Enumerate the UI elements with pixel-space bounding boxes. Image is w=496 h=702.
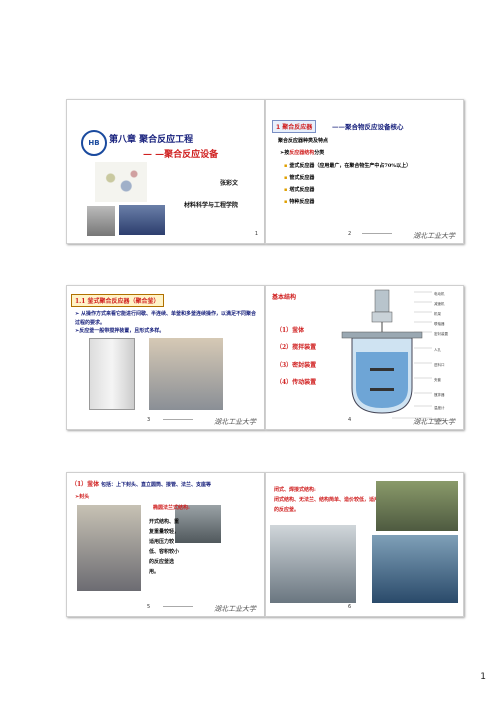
- reactor-list: ▪釜式反应器（应用最广，在聚合物生产中占70%以上） ▪管式反应器 ▪塔式反应器…: [284, 160, 411, 208]
- slide-page: 5: [147, 604, 151, 610]
- slide-1: HB 第八章 聚合反应工程 — —聚合反应设备 张彩文 材料科学与工程学院 1: [66, 99, 265, 244]
- footer-mark: [362, 233, 392, 240]
- molecule-image: [95, 162, 147, 202]
- slide-heading: ——聚合物反应设备核心: [332, 123, 404, 131]
- diagram-label: 减速机: [434, 302, 445, 306]
- diagram-label: 搅拌器: [434, 393, 445, 397]
- bullet-icon: ▪: [284, 199, 288, 205]
- reactor-diagram: [341, 289, 432, 419]
- structure-title: 基本结构: [272, 294, 297, 301]
- diagram-label: 密封装置: [434, 332, 448, 336]
- diagram-label: 人孔: [434, 348, 441, 352]
- arrow-icon: ➢: [280, 150, 285, 156]
- slide-desc: 闭式结构、无法兰、结构简单、造价较低，适用容积大的反应釜。: [274, 497, 395, 513]
- arrow-icon: ➢: [75, 494, 80, 500]
- slide-2: 1 聚合反应器 ——聚合物反应设备核心 聚合反应器种类及特点 ➢按反应器结构分类…: [265, 99, 464, 244]
- slide-3: 1.1 釜式聚合反应器（聚合釜） ➢ 从操作方式来看它能进行间歇、半连续、单釜和…: [66, 285, 265, 430]
- slide-page: 2: [348, 231, 352, 237]
- list-item: ▪釜式反应器（应用最广，在聚合物生产中占70%以上）: [284, 163, 412, 169]
- footer-school: 湖北工业大学: [214, 418, 256, 426]
- slide-page: 4: [348, 417, 352, 423]
- footer-school: 湖北工业大学: [413, 232, 455, 240]
- author-name: 张彩文: [219, 180, 238, 187]
- chapter-title: 第八章 聚合反应工程: [109, 135, 194, 145]
- title-tag: 1 聚合反应器: [272, 120, 317, 133]
- slide-heading: （1）釜体 包括：上下封头、直立圆筒、接管、法兰、支座等: [71, 481, 211, 488]
- diagram-label: 温度计: [434, 406, 445, 410]
- slide-6: 闭式、焊接式结构: 闭式结构、无法兰、结构简单、造价较低，适用容积大的反应釜。 …: [265, 472, 464, 617]
- list-item: ▪管式反应器: [284, 175, 315, 181]
- paragraph-agitator: ➢反应釜一般带搅拌装置，且形式多样。: [75, 328, 165, 334]
- arrow-icon: ➢: [75, 311, 81, 317]
- diagram-label: 出料口: [434, 418, 445, 422]
- slide-page: 6: [348, 604, 352, 610]
- part-item: （2）搅拌装置: [276, 344, 317, 352]
- part-item: （3）密封装置: [276, 361, 317, 369]
- diagram-label: 进料口: [434, 363, 445, 367]
- diagram-label: 夹套: [434, 378, 441, 382]
- diagram-label: 联轴器: [434, 322, 445, 326]
- reactor-top-image: [77, 505, 141, 591]
- slide-5: （1）釜体 包括：上下封头、直立圆筒、接管、法兰、支座等 ➢封头 椭圆法兰式结构…: [66, 472, 265, 617]
- list-item: ▪特种反应器: [284, 199, 315, 205]
- reactor-base-image: [175, 505, 221, 543]
- flange-desc: 开式结构、重复重量较轻，适用压力较低、容积较小的反应釜选用。: [149, 519, 180, 575]
- part-item: （4）传动装置: [276, 379, 317, 387]
- bullet-icon: ▪: [284, 175, 288, 181]
- reactor-group-image: [270, 525, 356, 603]
- part-item: （1）釜体: [276, 327, 305, 334]
- steel-reactor-image: [149, 338, 223, 410]
- title-tag: 1.1 釜式聚合反应器（聚合釜）: [71, 294, 164, 307]
- diagram-label: 电动机: [434, 292, 445, 296]
- glass-reactor-image: [89, 338, 135, 410]
- chapter-subtitle: — —聚合反应设备: [143, 150, 219, 160]
- flange-title: 椭圆法兰式结构:: [153, 505, 190, 511]
- paragraph-operation: ➢ 从操作方式来看它能进行间歇、半连续、单釜和多釜连续操作，以满足不同聚合过程的…: [75, 311, 256, 326]
- intro-text: 聚合反应器种类及特点: [278, 138, 329, 144]
- outdoor-reactor-image: [376, 481, 458, 531]
- parts-list: （1）釜体 （2）搅拌装置 （3）密封装置 （4）传动装置: [276, 322, 316, 392]
- university-logo: HB: [81, 130, 107, 156]
- footer-mark: [163, 419, 193, 426]
- bullet-icon: ▪: [284, 187, 288, 193]
- slide-page: 3: [147, 417, 151, 423]
- diagram-label: 机架: [434, 312, 441, 316]
- footer-school: 湖北工业大学: [413, 418, 455, 426]
- slide-page: 1: [254, 231, 258, 237]
- slide-heading: 闭式、焊接式结构:: [274, 487, 316, 493]
- bullet-icon: ▪: [284, 163, 288, 169]
- classify-line: ➢按反应器结构分类: [280, 150, 325, 156]
- sub-heading: ➢封头: [75, 494, 90, 500]
- slide-4: 基本结构 （1）釜体 （2）搅拌装置 （3）密封装置 （4）传动装置 电动机 减…: [265, 285, 464, 430]
- list-item: ▪塔式反应器: [284, 187, 315, 193]
- page-number: 1: [480, 672, 486, 682]
- equipment-image: [119, 205, 165, 235]
- reactor-row-image: [372, 535, 458, 603]
- footer-mark: [163, 606, 193, 613]
- diagram-labels: 电动机 减速机 机架 联轴器 密封装置 人孔 进料口 夹套 搅拌器 温度计 出料…: [434, 289, 448, 425]
- school-name: 材料科学与工程学院: [183, 202, 238, 209]
- footer-school: 湖北工业大学: [214, 605, 256, 613]
- reactor-image: [87, 206, 115, 236]
- arrow-icon: ➢: [75, 328, 80, 334]
